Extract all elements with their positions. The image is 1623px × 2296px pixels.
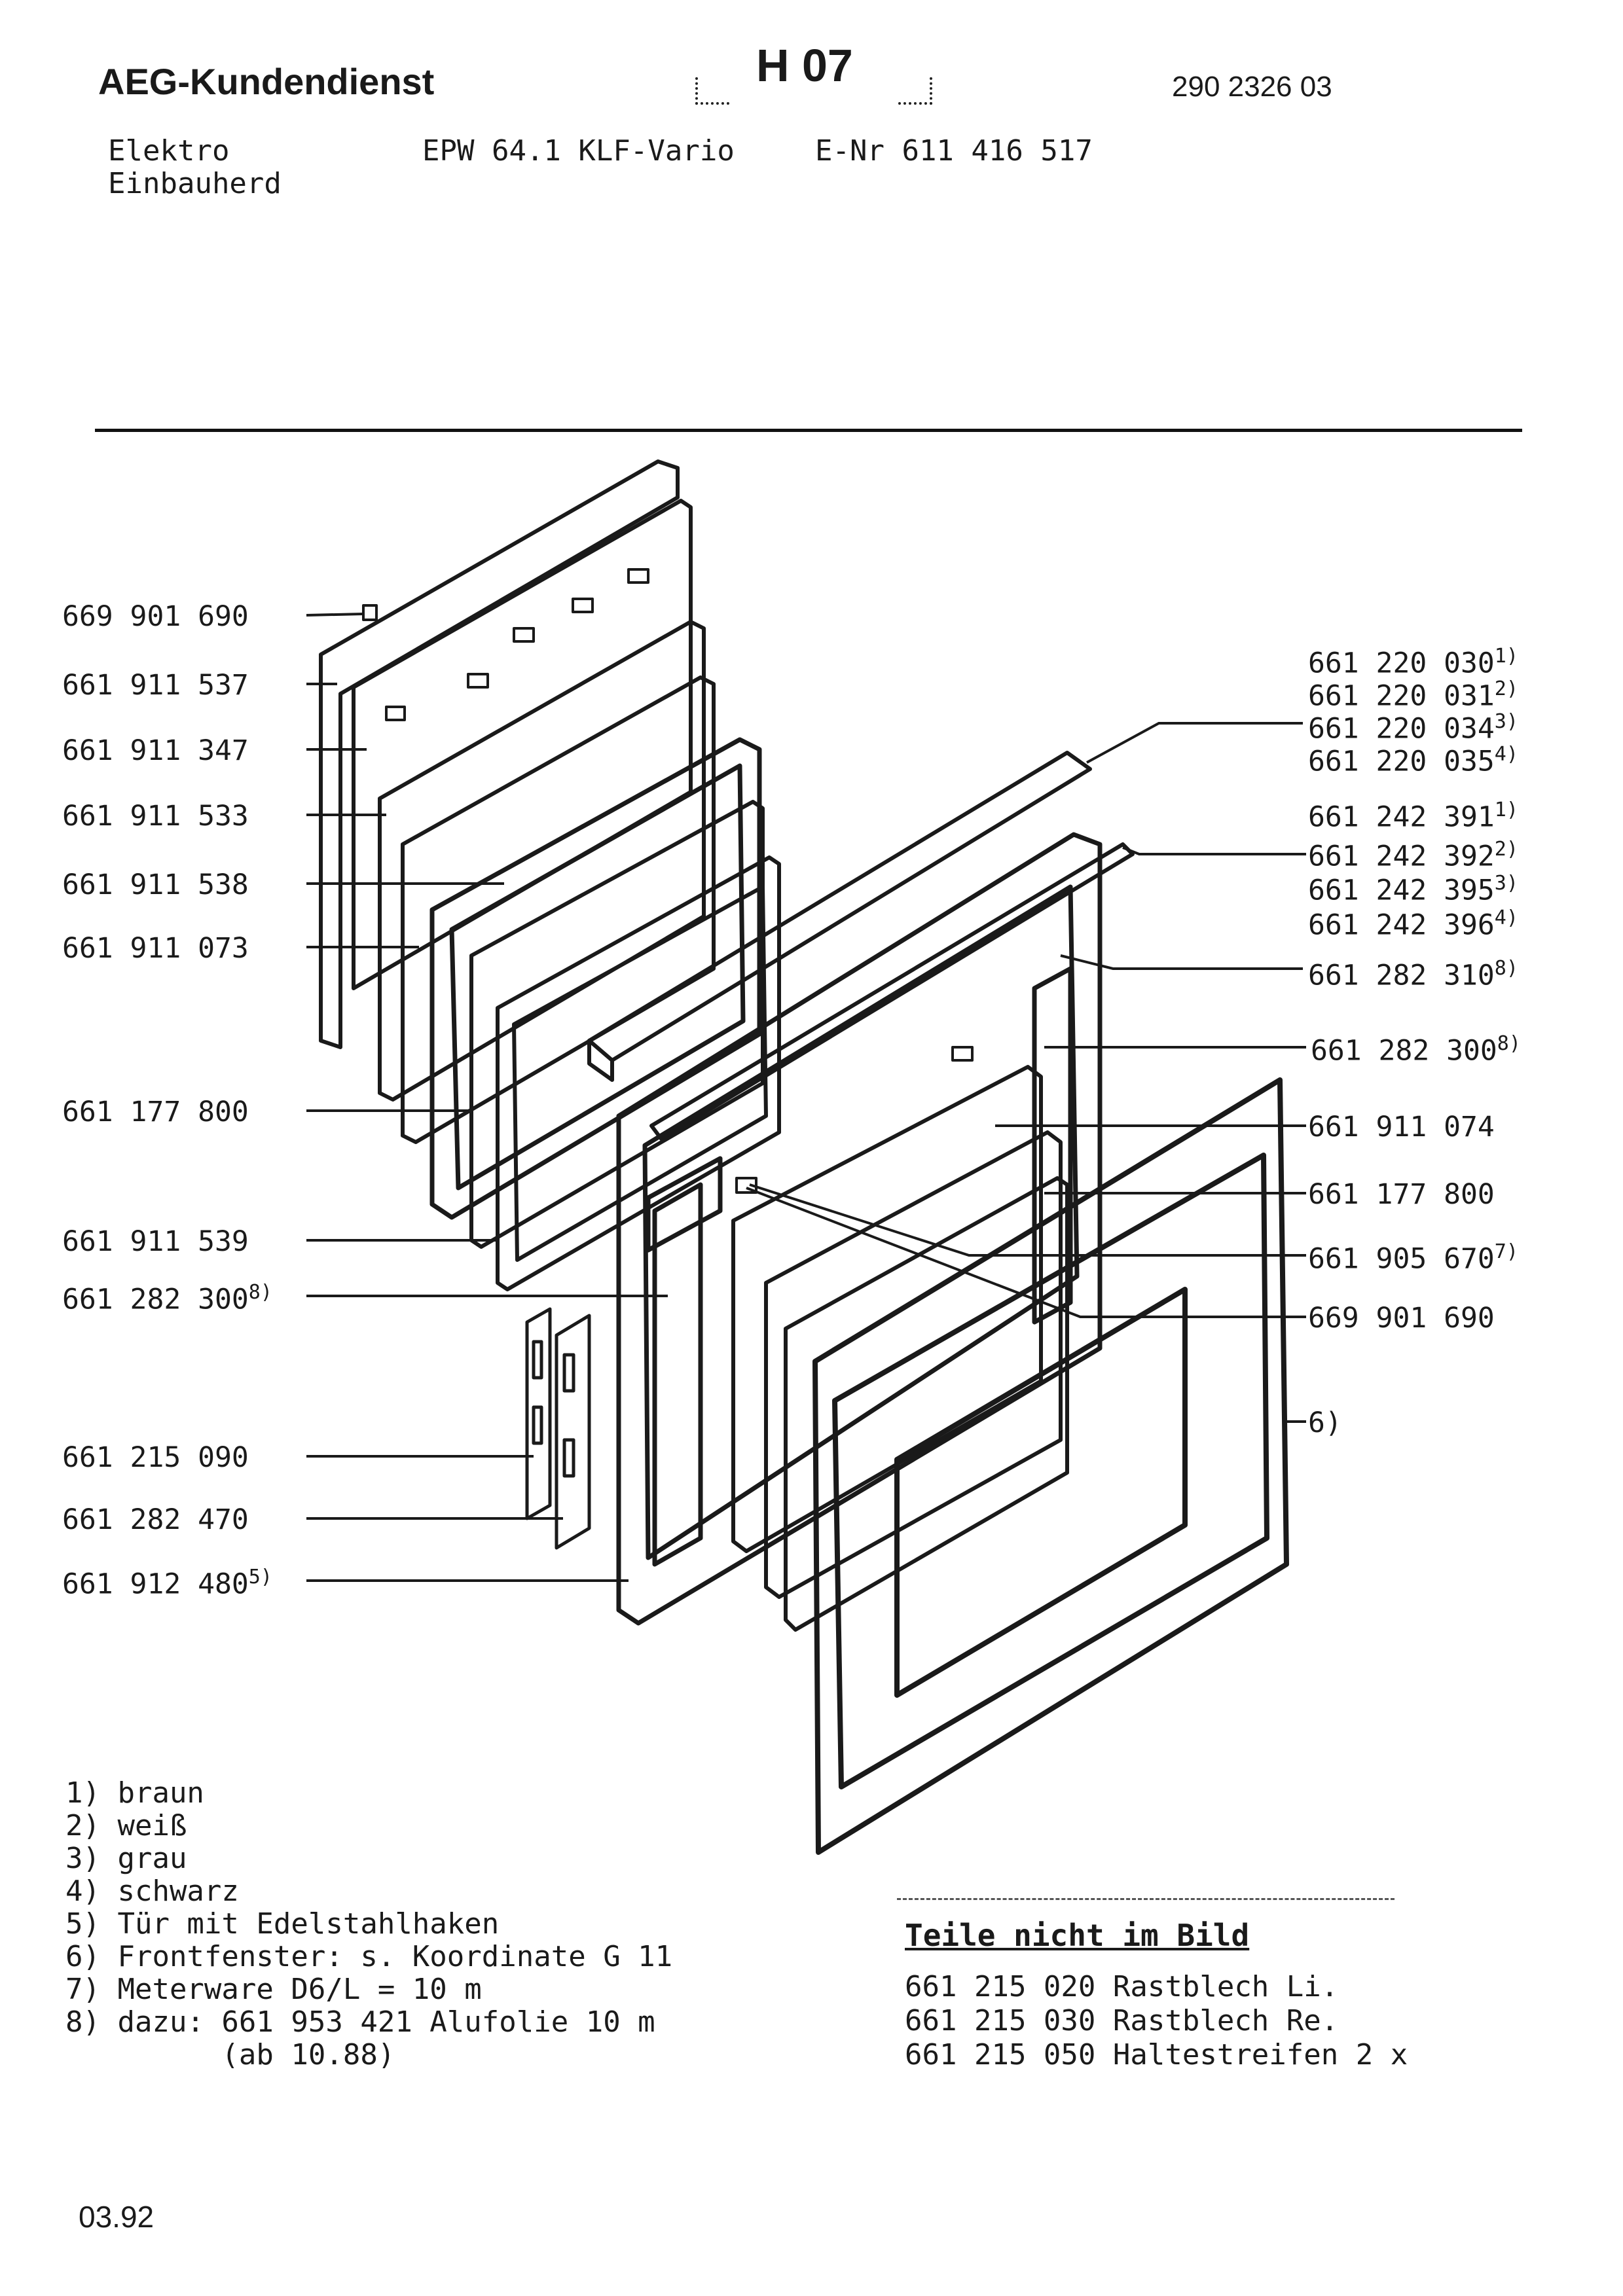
left-label-7: 661 177 800 (62, 1096, 249, 1128)
footnote-7: 7) Meterware D6/L = 10 m (65, 1973, 482, 2006)
model-name: EPW 64.1 KLF-Vario (422, 134, 735, 168)
header-divider (95, 429, 1522, 432)
right-label-15: 6) (1308, 1407, 1342, 1439)
left-label-12: 661 912 4805) (62, 1566, 272, 1601)
not-pictured-item-1: 661 215 020 Rastblech Li. (905, 1970, 1339, 2003)
right-label-5: 661 242 3911) (1308, 798, 1518, 834)
left-label-9: 661 282 3008) (62, 1281, 272, 1316)
footnote-3: 3) grau (65, 1842, 187, 1875)
right-label-11: 661 911 074 (1308, 1111, 1495, 1143)
issue-date: 03.92 (79, 2200, 155, 2234)
right-label-8: 661 242 3964) (1308, 906, 1518, 942)
inner-glass-1 (731, 1065, 1043, 1553)
footnote-8-cont: (ab 10.88) (65, 2038, 395, 2072)
seal-clips (735, 1046, 974, 1194)
top-cover-strip (587, 751, 1092, 1082)
left-label-4: 661 911 533 (62, 800, 249, 833)
front-window (812, 1077, 1289, 1855)
right-label-12: 661 177 800 (1308, 1178, 1495, 1211)
door-frame-layer-1 (378, 620, 706, 1102)
sheet-bracket-right (898, 77, 932, 105)
right-label-7: 661 242 3953) (1308, 872, 1518, 907)
not-pictured-item-2: 661 215 030 Rastblech Re. (905, 2004, 1339, 2037)
main-frame-top-rail (649, 842, 1135, 1141)
not-pictured-box (897, 1898, 1395, 2077)
product-line-2: Einbauherd (108, 167, 282, 200)
left-label-5: 661 911 538 (62, 869, 249, 901)
left-label-2: 661 911 537 (62, 669, 249, 702)
brand-title: AEG-Kundendienst (98, 61, 435, 102)
leader-lines (306, 613, 1306, 1582)
footnote-6: 6) Frontfenster: s. Koordinate G 11 (65, 1940, 673, 1973)
door-back-hooks (362, 568, 649, 721)
right-label-13: 661 905 6707) (1308, 1240, 1518, 1276)
right-label-2: 661 220 0312) (1308, 677, 1518, 713)
right-label-9: 661 282 3108) (1308, 957, 1518, 992)
left-label-10: 661 215 090 (62, 1441, 249, 1474)
product-line-1: Elektro (108, 134, 230, 168)
inner-glass-3 (784, 1176, 1069, 1632)
not-pictured-list: 661 215 020 Rastblech Li. 661 215 030 Ra… (905, 1970, 1408, 2072)
left-label-3: 661 911 347 (62, 734, 249, 767)
left-label-8: 661 911 539 (62, 1225, 249, 1258)
left-label-1: 669 901 690 (62, 600, 249, 633)
not-pictured-title: Teile nicht im Bild (905, 1918, 1250, 1953)
right-label-1: 661 220 0301) (1308, 645, 1518, 680)
right-label-4: 661 220 0354) (1308, 743, 1518, 778)
left-label-6: 661 911 073 (62, 932, 249, 965)
main-door-frame (616, 832, 1103, 1626)
right-label-10: 661 282 3008) (1311, 1032, 1521, 1067)
hinge-bracket-1 (525, 1307, 552, 1520)
footnote-2: 2) weiß (65, 1809, 187, 1842)
door-frame-layer-2 (401, 675, 716, 1144)
footnote-8: 8) dazu: 661 953 421 Alufolie 10 m (65, 2005, 655, 2039)
door-glass-frame (429, 737, 762, 1220)
footnote-4: 4) schwarz (65, 1874, 239, 1908)
footnote-1: 1) braun (65, 1776, 204, 1810)
hinge-bracket-2 (555, 1314, 591, 1550)
document-number: 290 2326 03 (1172, 71, 1332, 103)
right-label-3: 661 220 0343) (1308, 710, 1518, 745)
right-label-14: 669 901 690 (1308, 1302, 1495, 1335)
not-pictured-item-3: 661 215 050 Haltestreifen 2 x (905, 2038, 1408, 2072)
e-number: E-Nr 611 416 517 (815, 134, 1093, 168)
footnote-list: 1) braun 2) weiß 3) grau 4) schwarz 5) T… (65, 1777, 672, 2072)
footnote-5: 5) Tür mit Edelstahlhaken (65, 1907, 500, 1941)
door-glass-pane-2 (496, 855, 781, 1291)
right-label-6: 661 242 3922) (1308, 838, 1518, 873)
sheet-bracket-left (695, 77, 729, 105)
door-back-panel (319, 459, 693, 1049)
left-label-11: 661 282 470 (62, 1503, 249, 1536)
sheet-code: H 07 (756, 40, 853, 91)
inner-glass-2 (764, 1130, 1063, 1599)
